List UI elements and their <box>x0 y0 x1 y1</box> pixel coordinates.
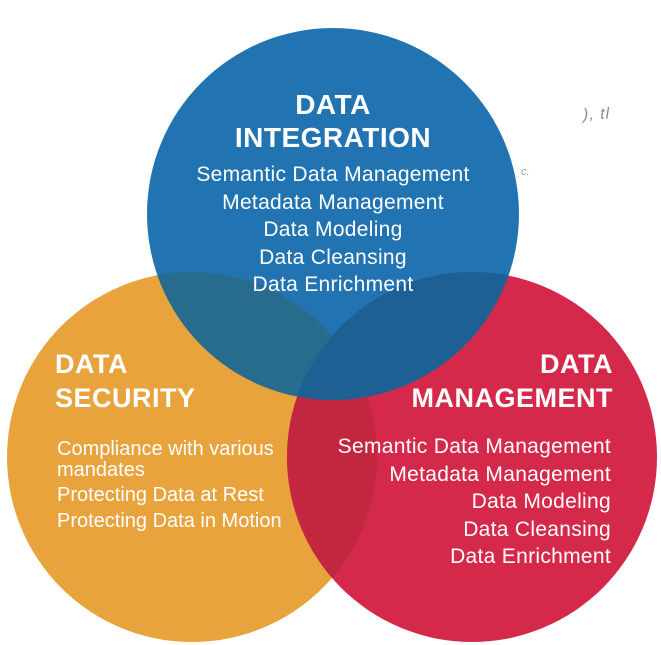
list-item: Data Enrichment <box>450 545 611 568</box>
list-item: Compliance with various mandates <box>57 438 274 481</box>
list-item: Metadata Management <box>389 462 611 486</box>
list-item: Protecting Data at Rest <box>57 484 264 506</box>
list-item: Data Modeling <box>263 218 403 241</box>
integration-item-list: Semantic Data Management Metadata Manage… <box>133 161 533 299</box>
list-item: Data Cleansing <box>463 517 611 541</box>
artifact-text-fragment: ), tl <box>582 105 611 124</box>
management-title-line1: DATA <box>540 349 613 379</box>
integration-title-line2: INTEGRATION <box>234 122 432 153</box>
integration-title: DATA INTEGRATION <box>133 88 533 154</box>
security-item-list: Compliance with various mandates Protect… <box>57 439 313 536</box>
list-item: Data Cleansing <box>259 245 407 269</box>
list-item: Protecting Data in Motion <box>57 509 282 532</box>
list-item: Data Enrichment <box>252 273 414 296</box>
list-item: Metadata Management <box>222 190 444 214</box>
security-title-line2: SECURITY <box>55 383 196 413</box>
integration-security-overlap <box>147 272 377 400</box>
integration-management-overlap <box>287 272 519 400</box>
security-title: DATA SECURITY <box>55 347 355 415</box>
list-item: Semantic Data Management <box>196 163 470 186</box>
list-item: Data Modeling <box>471 490 611 513</box>
management-item-list: Semantic Data Management Metadata Manage… <box>271 433 611 571</box>
list-item: Semantic Data Management <box>337 435 611 458</box>
management-title: DATA MANAGEMENT <box>213 347 613 415</box>
security-title-line1: DATA <box>55 349 128 379</box>
artifact-small-mark: c. <box>521 166 530 178</box>
management-title-line2: MANAGEMENT <box>411 383 613 413</box>
integration-title-line1: DATA <box>295 89 371 120</box>
